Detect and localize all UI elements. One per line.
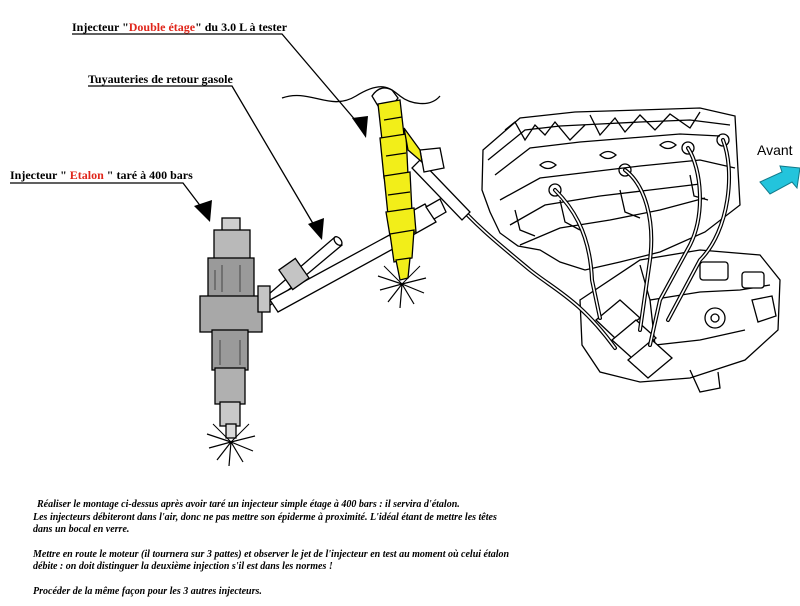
engine-block bbox=[481, 107, 741, 271]
section-break bbox=[281, 86, 441, 105]
link-pipe bbox=[269, 147, 471, 313]
note-line: débite : on doit distinguer la deuxième … bbox=[33, 561, 333, 572]
note-line: Mettre en route le moteur (il tournera s… bbox=[33, 548, 510, 560]
label-avant: Avant bbox=[757, 142, 793, 158]
note-line: Procéder de la même façon pour les 3 aut… bbox=[33, 585, 262, 597]
instructions: Réaliser le montage ci-dessus après avoi… bbox=[33, 499, 593, 598]
note-line: Réaliser le montage ci-dessus après avoi… bbox=[37, 499, 460, 510]
test-injector bbox=[371, 87, 423, 281]
injection-pump bbox=[579, 249, 781, 393]
etalon-injector bbox=[199, 217, 310, 439]
label-double-etage: Injecteur "Double étage" du 3.0 L à test… bbox=[72, 20, 288, 34]
note-line: dans un bocal en verre. bbox=[33, 524, 130, 535]
label-return-pipes: Tuyauteries de retour gasole bbox=[88, 72, 233, 86]
arrow-right-icon bbox=[759, 165, 800, 195]
label-etalon: Injecteur " Etalon " taré à 400 bars bbox=[10, 168, 193, 182]
leader-arrowheads bbox=[194, 116, 368, 240]
leader-lines bbox=[10, 33, 363, 233]
note-line: Les injecteurs débiteront dans l'air, do… bbox=[33, 511, 497, 523]
